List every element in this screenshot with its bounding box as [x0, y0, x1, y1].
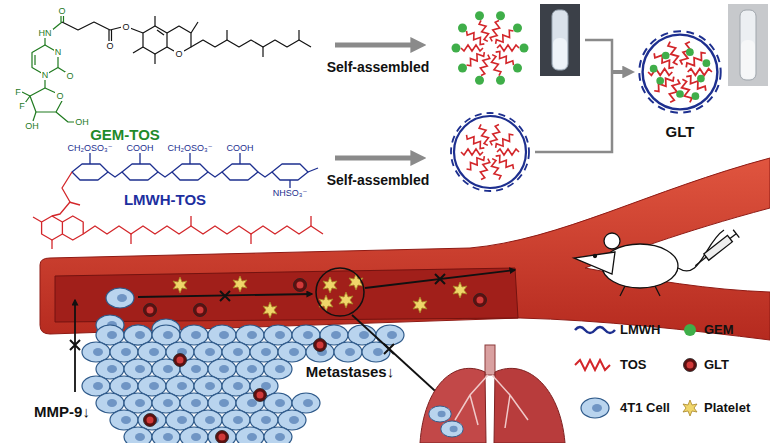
glt-micelle	[639, 31, 720, 112]
substituent-label: CH₂OSO₃⁻	[167, 144, 214, 153]
lung	[420, 345, 565, 443]
legend-text: LMWH	[620, 323, 660, 337]
effect-label: MMP-9↓	[34, 404, 90, 421]
legend-text: TOS	[620, 358, 647, 372]
merge-bracket	[535, 40, 630, 152]
tumor-cells	[82, 315, 404, 443]
gem-tos-structure	[22, 15, 311, 122]
vial-photo	[728, 4, 768, 86]
legend-text: 4T1 Cell	[620, 401, 670, 415]
legend-text: GEM	[704, 323, 734, 337]
atom-label: O	[57, 7, 66, 16]
atom-label: F	[14, 88, 22, 97]
gem-tos-micelle	[452, 11, 529, 85]
vial-photo	[540, 4, 580, 76]
legend-samples	[575, 324, 697, 418]
atom-label: O	[65, 72, 74, 81]
atom-label: O	[105, 42, 114, 51]
particle-name: GLT	[666, 124, 695, 141]
substituent-label: COOH	[226, 144, 255, 153]
effect-label: Metastases↓	[306, 364, 394, 381]
compound-name: GEM-TOS	[90, 127, 160, 144]
atom-label: HN	[38, 29, 53, 38]
compound-name: LMWH-TOS	[124, 192, 206, 209]
process-label: Self-assembled	[327, 173, 430, 188]
atom-label: N	[41, 71, 50, 80]
substituent-label: CH₂OSO₃⁻	[67, 144, 114, 153]
atom-label: OH	[74, 118, 90, 127]
substituent-label: COOH	[126, 144, 155, 153]
atom-label: F	[18, 102, 26, 111]
mouse-drawing	[574, 230, 739, 296]
atom-label: O	[55, 92, 64, 101]
lmwh-tos-micelle	[451, 113, 529, 191]
atom-label: O	[121, 23, 130, 32]
atom-label: N	[54, 48, 63, 57]
lmwh-tos-structure	[33, 153, 323, 249]
legend-text: Platelet	[704, 401, 750, 415]
blood-vessel	[40, 158, 770, 340]
legend-text: GLT	[704, 358, 729, 372]
atom-label: OH	[24, 122, 40, 131]
atom-label: O	[174, 50, 183, 59]
substituent-label: NHSO₃⁻	[272, 189, 308, 198]
lumen-contents	[106, 268, 487, 318]
process-label: Self-assembled	[327, 60, 430, 75]
